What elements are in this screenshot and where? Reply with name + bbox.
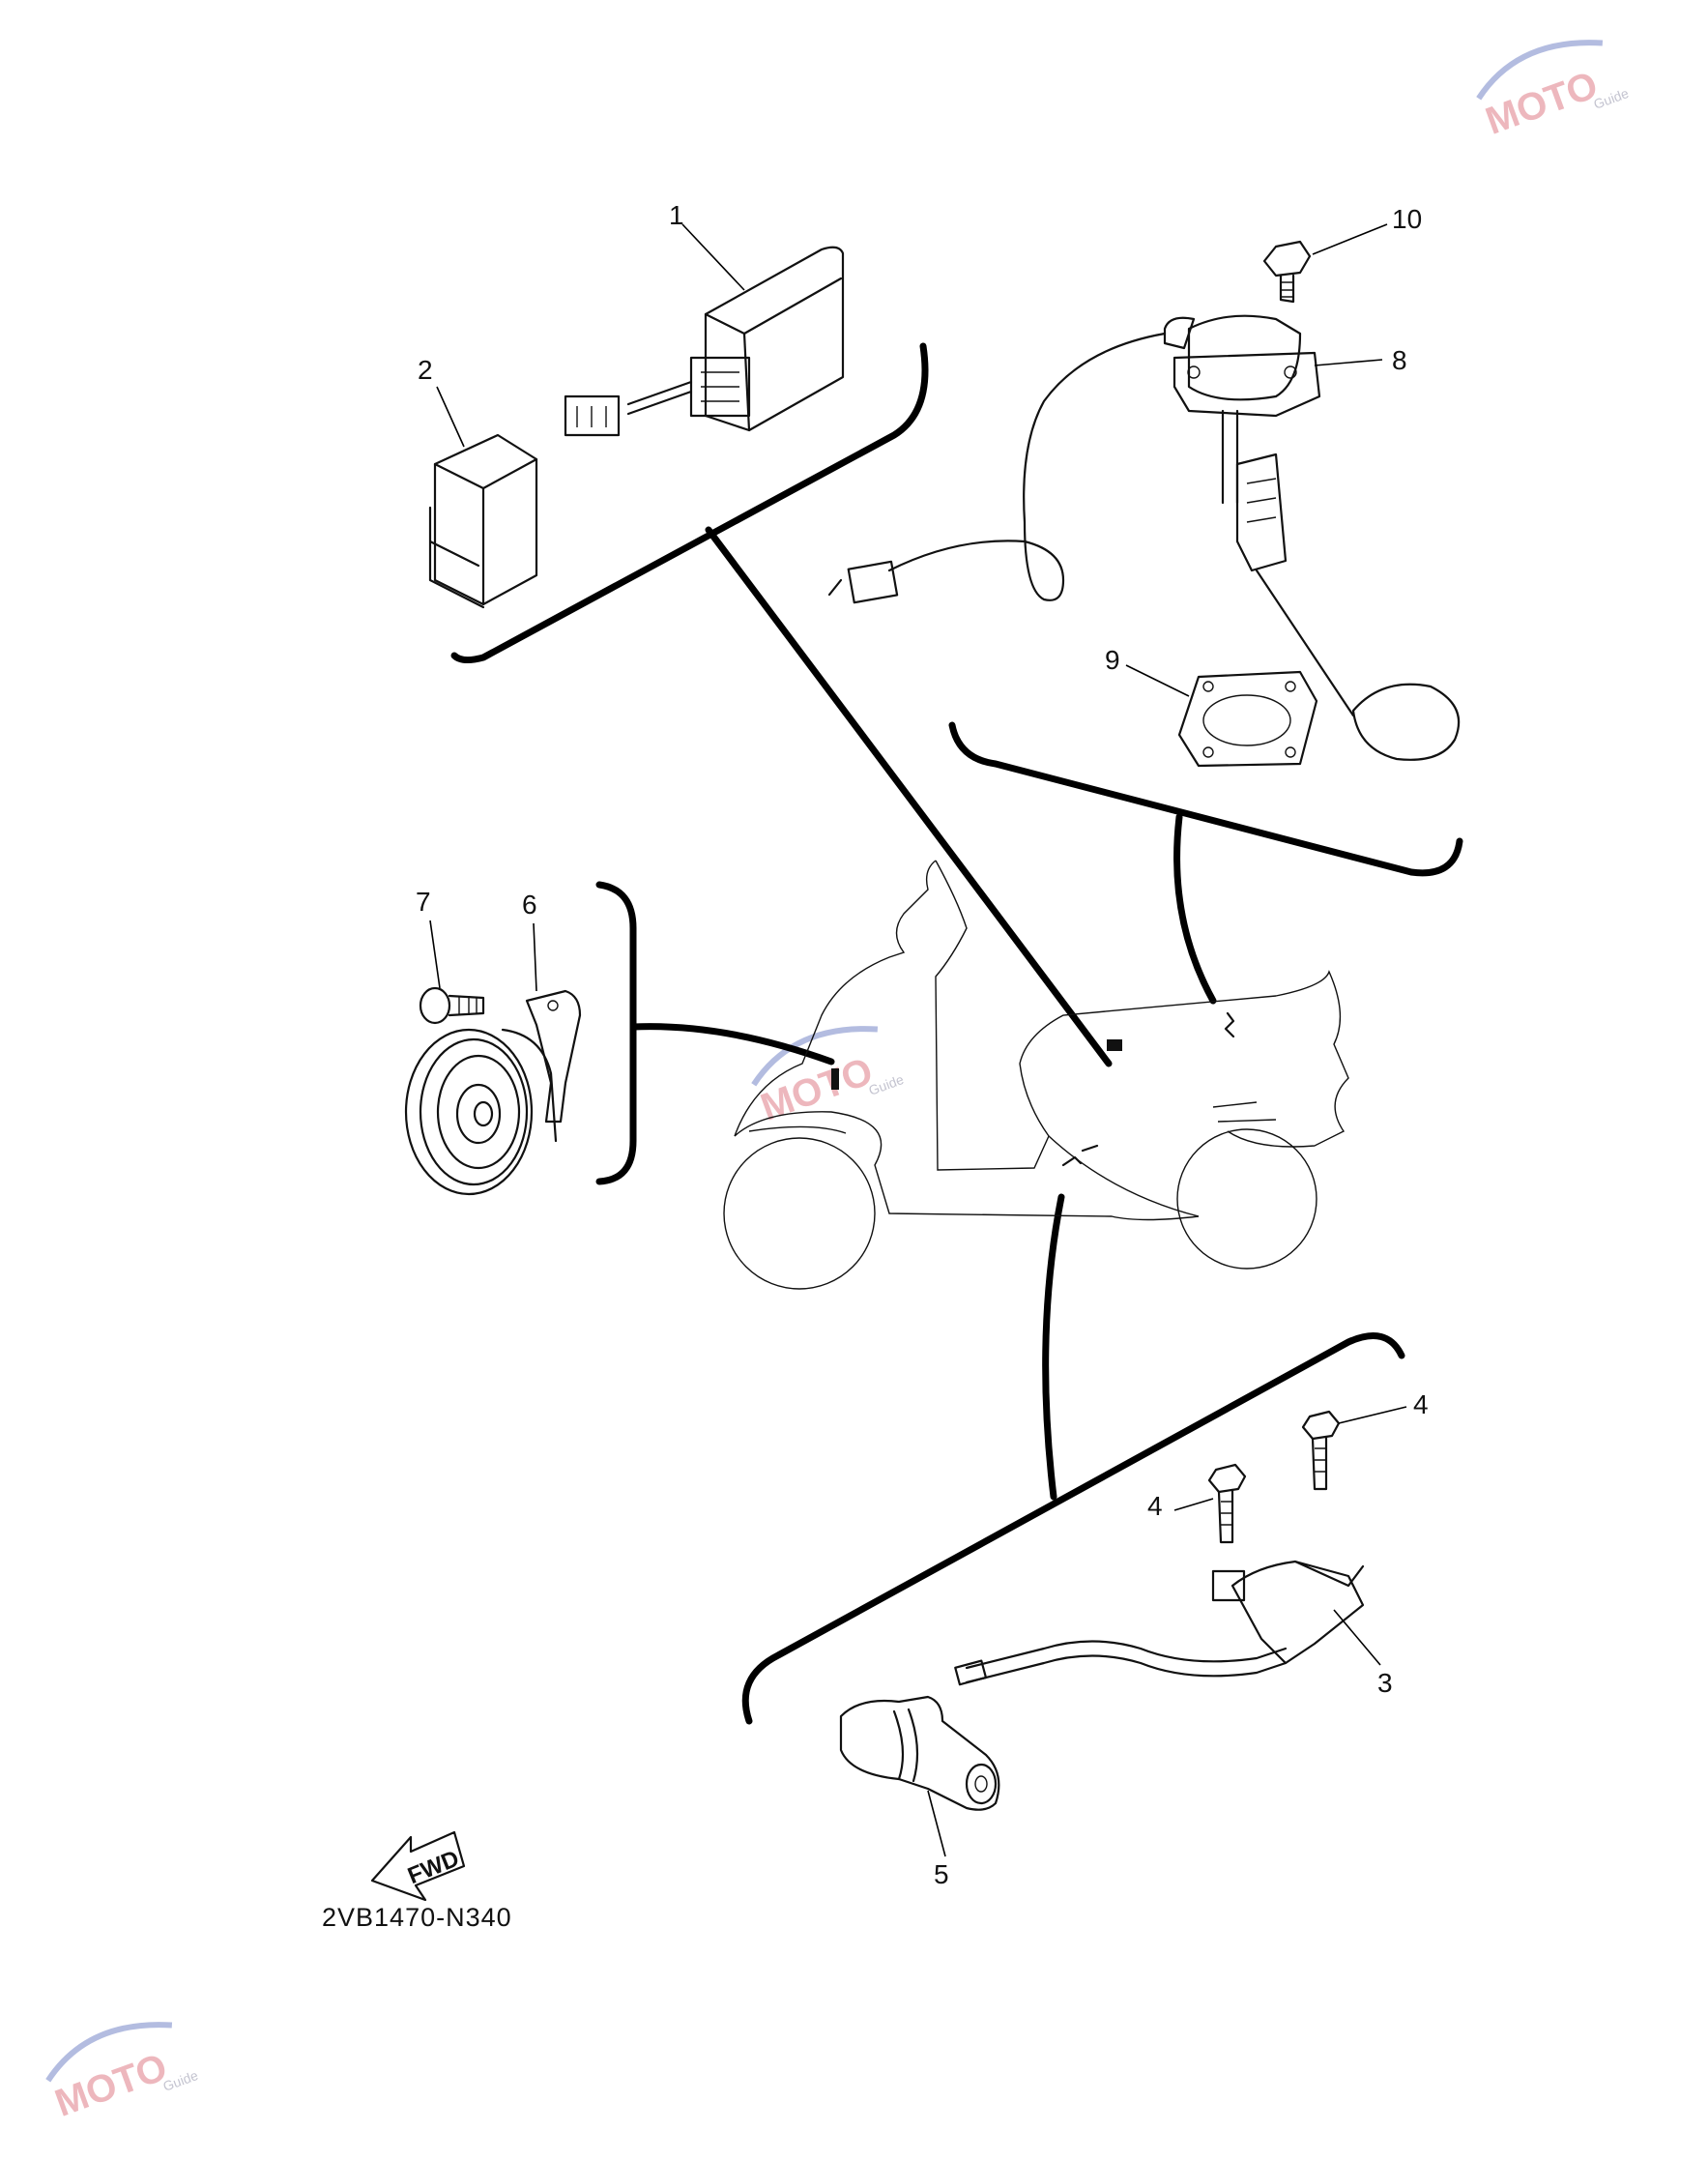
callout-1: 1: [669, 200, 684, 230]
fwd-arrow-icon: FWD: [370, 1830, 466, 1902]
callout-10: 10: [1392, 204, 1422, 234]
part-2-cdi-holder: [428, 433, 538, 609]
part-horn: [404, 1028, 558, 1196]
part-5-pickup-sensor: [839, 1695, 1000, 1811]
watermark-logo-bottom-left: MOTO Guide: [45, 2022, 200, 2125]
part-7-bolt: [419, 986, 485, 1025]
callout-5: 5: [934, 1859, 949, 1889]
scooter-outline: [723, 860, 1349, 1290]
leader-lines: [429, 223, 1407, 1857]
group-bracket-top-right: [948, 721, 1463, 1005]
part-10-screw: [1262, 240, 1312, 304]
watermark-logo-top-right: MOTO Guide: [1476, 40, 1631, 143]
diagram-code: 2VB1470-N340: [322, 1903, 512, 1932]
callout-4-right: 4: [1413, 1389, 1429, 1419]
callout-4-left: 4: [1147, 1491, 1163, 1521]
part-9-gasket: [1177, 670, 1318, 768]
part-4-bolt-right: [1301, 1410, 1341, 1491]
callout-6: 6: [522, 890, 537, 920]
part-3-ignition-coil: [954, 1560, 1365, 1686]
part-8-fuel-sender: [827, 314, 1461, 761]
part-4-bolt-left: [1207, 1463, 1247, 1544]
group-bracket-bottom: [741, 1193, 1405, 1725]
part-1-cdi-unit: [564, 246, 845, 437]
callout-numbers: 1 2 10 8 9 7 6 4 4 3 5: [416, 200, 1429, 1889]
callout-2: 2: [418, 355, 433, 385]
fwd-label: FWD: [404, 1846, 463, 1890]
watermark-logo-center: MOTO Guide: [751, 1026, 906, 1129]
callout-3: 3: [1377, 1668, 1393, 1698]
group-bracket-left: [595, 881, 835, 1185]
callout-8: 8: [1392, 345, 1407, 375]
group-bracket-top-left: [450, 342, 1113, 1067]
callout-7: 7: [416, 887, 431, 917]
part-6-horn-bracket: [525, 989, 582, 1124]
callout-9: 9: [1105, 645, 1120, 675]
